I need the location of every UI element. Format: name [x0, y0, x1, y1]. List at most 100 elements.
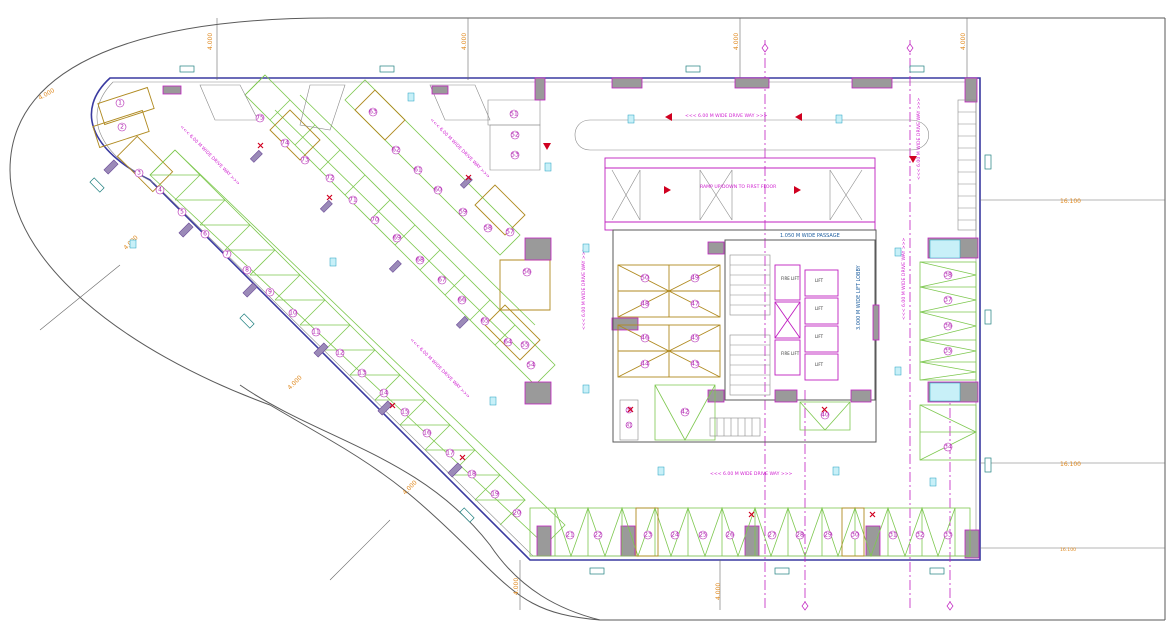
drive-label-vertical-right-top: <<< 6.00 M WIDE DRIVE WAY >>>	[916, 97, 922, 180]
lift-2-label: LIFT	[815, 306, 824, 311]
parking-number: 73	[301, 157, 309, 164]
parking-number: 64	[504, 339, 512, 346]
parking-number: 9	[268, 289, 272, 296]
parking-number: 1	[118, 100, 122, 107]
parking-number: 14	[380, 390, 388, 397]
svg-text:4.000: 4.000	[401, 479, 418, 496]
parking-number: 57	[506, 229, 514, 236]
passage-label: 1.050 M WIDE PASSAGE	[780, 233, 840, 239]
top-drive-loop: <<< 6.00 M WIDE DRIVE WAY >>>	[543, 113, 929, 163]
parking-number: 10	[289, 310, 297, 317]
svg-text:4.000: 4.000	[733, 33, 740, 50]
boundary-tags	[89, 65, 992, 575]
parking-right-column: 38 37 36 35 34	[919, 99, 977, 461]
drive-label-middle-diagonal: <<< 6.00 M WIDE DRIVE WAY >>>	[429, 117, 492, 180]
parking-number: 18	[468, 471, 476, 478]
parking-number: 74	[281, 140, 289, 147]
parking-number: 2	[120, 124, 124, 131]
vertical-drive-labels: <<< 6.00 M WIDE DRIVE WAY >>> <<< 6.00 M…	[581, 97, 922, 477]
parking-number: 24	[671, 532, 679, 539]
parking-number: 46	[641, 335, 649, 342]
lift-1-label: LIFT	[815, 278, 824, 283]
parking-number: 31	[889, 532, 897, 539]
parking-number: 25	[699, 532, 707, 539]
parking-number: 5	[180, 209, 184, 216]
parking-number: 58	[484, 225, 492, 232]
parking-number: 32	[916, 532, 924, 539]
parking-number: 72	[326, 175, 334, 182]
dim-right-2: 16.100	[1060, 461, 1081, 468]
drive-label-left-diagonal: <<< 6.00 M WIDE DRIVE WAY >>>	[179, 124, 242, 187]
parking-number: 27	[768, 532, 776, 539]
parking-number: 56	[523, 269, 531, 276]
parking-number: 45	[691, 335, 699, 342]
parking-number: 8	[245, 267, 249, 274]
parking-number: 26	[726, 532, 734, 539]
parking-number: 6	[203, 231, 207, 238]
parking-number: 63	[369, 109, 377, 116]
parking-number: 68	[416, 257, 424, 264]
parking-number: 34	[944, 444, 952, 451]
parking-number: 42	[681, 409, 689, 416]
parking-center-block: 50 49 48 47 46 45 44 43 42 40 39 41	[617, 264, 851, 441]
parking-number: 28	[796, 532, 804, 539]
parking-number: 4	[158, 187, 162, 194]
parking-number: 40	[821, 412, 829, 419]
parking-curve-corner: 1 2 3	[92, 86, 174, 193]
svg-text:4.000: 4.000	[960, 33, 967, 50]
ramp: RAMP UP/DOWN TO FIRST FLOOR	[604, 157, 876, 231]
parking-number: 52	[511, 132, 519, 139]
parking-number: 38	[944, 272, 952, 279]
svg-text:4.000: 4.000	[207, 33, 214, 50]
grid-lines	[39, 18, 1165, 610]
parking-number: 23	[644, 532, 652, 539]
parking-number: 3	[137, 170, 141, 177]
parking-number: 17	[446, 450, 454, 457]
parking-number: 13	[358, 370, 366, 377]
core-block: 1.050 M WIDE PASSAGE 3.000 M WIDE LIFT L…	[612, 229, 880, 443]
parking-diagonal-strip: 4 5 6 7 8 9 10 11 12 13 14 15 16 17 18 1…	[103, 149, 566, 546]
lift-4-label: LIFT	[815, 362, 824, 367]
fire-equipment-marks	[257, 142, 876, 518]
parking-number: 70	[371, 217, 379, 224]
parking-bottom-row: 21 22 23 24 25 26 27 28 29 30 31 32 33	[529, 506, 971, 558]
parking-number: 12	[336, 350, 344, 357]
parking-number: 53	[511, 152, 519, 159]
dim-right-1: 16.100	[1060, 198, 1081, 205]
parking-number: 69	[393, 235, 401, 242]
parking-number: 36	[944, 323, 952, 330]
parking-number: 50	[641, 275, 649, 282]
parking-number: 65	[481, 318, 489, 325]
level-markers	[129, 92, 937, 487]
parking-number: 49	[691, 275, 699, 282]
svg-text:4.000: 4.000	[461, 33, 468, 50]
parking-number: 35	[944, 348, 952, 355]
ramp-label: RAMP UP/DOWN TO FIRST FLOOR	[700, 184, 777, 190]
parking-number: 15	[401, 409, 409, 416]
svg-text:4.000: 4.000	[286, 374, 303, 391]
parking-number: 30	[851, 532, 859, 539]
parking-number: 16	[423, 430, 431, 437]
parking-number: 22	[594, 532, 602, 539]
lift-lobby-label: 3.000 M WIDE LIFT LOBBY	[856, 264, 862, 330]
parking-inner-diagonal: 75 74 73 72 71 70 69 68 67 66 65 64 63 6…	[199, 74, 556, 386]
parking-number: 44	[641, 361, 649, 368]
svg-text:4.000: 4.000	[38, 87, 57, 102]
drive-label-bottom: <<< 6.00 M WIDE DRIVE WAY >>>	[710, 471, 793, 477]
dim-right-3: 16.100	[1060, 547, 1076, 553]
parking-number: 19	[491, 491, 499, 498]
parking-number: 51	[510, 111, 518, 118]
svg-text:4.000: 4.000	[715, 583, 722, 600]
parking-number: 71	[349, 197, 357, 204]
parking-number: 75	[256, 115, 264, 122]
parking-number: 29	[824, 532, 832, 539]
parking-number: 61	[414, 167, 422, 174]
drive-label-vertical-left: <<< 6.00 M WIDE DRIVE WAY >>>	[581, 247, 587, 330]
parking-number: 41	[626, 423, 632, 428]
svg-text:4.000: 4.000	[513, 578, 520, 595]
parking-number: 20	[513, 510, 521, 517]
fire-lift-2-label: FIRE LIFT	[781, 351, 800, 356]
parking-number: 62	[392, 147, 400, 154]
site-boundary	[9, 17, 1166, 621]
